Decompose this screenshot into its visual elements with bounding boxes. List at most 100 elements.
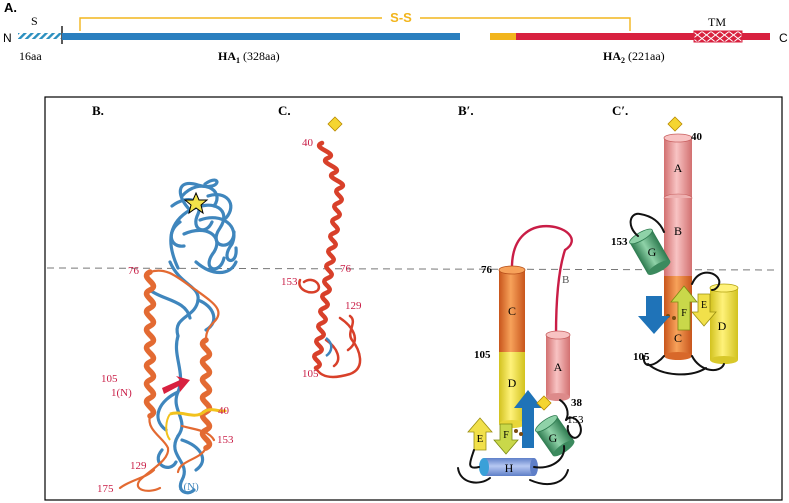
tm-label: TM — [708, 15, 726, 29]
structure-frame — [44, 96, 783, 501]
c-fusion-diamond — [327, 116, 343, 132]
panel-c-label: C. — [278, 103, 291, 118]
ha2-bar — [516, 33, 694, 40]
panel-a: A. N S 16aa TM C S-S HA1 (328aa) HA2 (22… — [3, 0, 788, 65]
c-long-helix — [312, 140, 345, 371]
panel-bp-label: B′. — [458, 103, 474, 118]
ha2-helices-ribbon — [143, 269, 213, 451]
cleavage-arrow — [162, 376, 190, 394]
tm-domain — [693, 30, 743, 43]
b-residue-175: 175 — [97, 483, 114, 495]
cp-strand-f — [670, 285, 698, 331]
cp-helix-c-bottom — [664, 352, 692, 360]
bp-fusion-diamond — [536, 395, 552, 411]
cp-helix-d-bottom — [710, 356, 738, 364]
signal-peptide-bar — [18, 33, 61, 39]
b-residue-129: 129 — [130, 460, 147, 472]
panel-cp-label: C′. — [612, 103, 628, 118]
ha1-bar — [62, 33, 460, 40]
bp-helix-h-left — [479, 458, 489, 476]
b-residue-1n-red: 1(N) — [111, 387, 132, 399]
c-blue-fragment — [325, 337, 333, 358]
bp-strand-e-label: E — [477, 433, 484, 445]
c-terminus-label: C — [779, 31, 788, 45]
cp-loops — [629, 212, 725, 376]
bp-residue-38: 38 — [571, 397, 583, 409]
bp-helix-g-label: G — [549, 431, 558, 445]
cp-strand-e — [691, 293, 717, 327]
bp-residue-76: 76 — [481, 264, 493, 276]
bp-helix-h-label: H — [505, 461, 514, 475]
ha2-label: HA2 (221aa) — [603, 49, 665, 65]
bp-helix-a — [546, 335, 570, 397]
signal-length: 16aa — [19, 49, 42, 63]
b-residue-1n-blue: 1(N) — [178, 481, 199, 493]
b-residue-153: 153 — [217, 434, 234, 446]
disulfide-bracket — [79, 17, 631, 31]
bp-helix-a-bottom — [546, 393, 570, 401]
bp-loop-b — [510, 224, 573, 336]
bp-strand-f — [493, 423, 519, 455]
ha1-label: HA1 (328aa) — [218, 49, 280, 65]
c-residue-153: 153 — [281, 276, 298, 288]
bp-helix-c-label: C — [508, 304, 516, 318]
bp-helix-c — [499, 270, 525, 352]
c-residue-105: 105 — [302, 368, 319, 380]
bp-residue-153: 153 — [567, 414, 584, 426]
bp-disulfide-dot-1 — [514, 429, 518, 433]
cp-helix-b-label: B — [674, 224, 682, 238]
bp-helix-c-top — [498, 265, 526, 275]
ha2-tail — [742, 33, 770, 40]
ss-label-bg — [382, 10, 420, 24]
cp-strand-f-label: F — [681, 308, 687, 319]
cp-blue-strand — [638, 296, 670, 334]
bp-loop-b-label: B — [562, 274, 569, 286]
panel-c-prime: C′. A B C G D F E — [611, 103, 739, 376]
bp-strand-f-label: F — [503, 430, 509, 441]
b-residue-40: 40 — [218, 405, 230, 417]
cp-helix-a-top — [663, 133, 693, 143]
cp-disulfide-dot-2 — [672, 316, 676, 320]
bp-helix-d-label: D — [508, 376, 517, 390]
bp-blue-strand — [514, 390, 542, 448]
signal-label: S — [31, 14, 38, 28]
cp-helix-d-label: D — [718, 319, 727, 333]
panel-b-prime: B′. B C D A E F G — [457, 103, 584, 486]
c-residue-76: 76 — [340, 263, 352, 275]
cp-residue-153: 153 — [611, 236, 628, 248]
receptor-site-star — [183, 191, 209, 215]
cp-helix-d — [710, 288, 738, 360]
n-terminus-label: N — [3, 31, 12, 45]
cp-residue-105: 105 — [633, 351, 650, 363]
b-residue-76: 76 — [128, 265, 140, 277]
cp-residue-40: 40 — [691, 131, 703, 143]
panel-a-label: A. — [4, 0, 17, 15]
bp-loops — [457, 399, 582, 486]
panel-b: B. — [92, 103, 238, 495]
cp-fusion-diamond — [667, 116, 683, 132]
bp-helix-d — [499, 352, 525, 424]
dashed-reference-line — [46, 267, 780, 271]
cp-helix-g-label: G — [648, 245, 657, 259]
cp-helix-c-label: C — [674, 331, 682, 345]
bp-helix-a-top — [545, 330, 571, 340]
cp-helix-a-label: A — [674, 161, 683, 175]
ha2-loops-ribbon — [118, 269, 220, 492]
bp-helix-a-label: A — [554, 360, 563, 374]
bp-strand-e — [467, 417, 493, 451]
ha2-fusion-peptide — [490, 33, 516, 40]
fusion-peptide-tail — [165, 413, 171, 441]
bp-disulfide-dot-2 — [519, 432, 523, 436]
bp-residue-105: 105 — [474, 349, 491, 361]
panel-c: C. 40 153 76 129 105 — [278, 103, 362, 380]
disulfide-label: S-S — [390, 10, 412, 25]
c-loops-ribbon — [298, 278, 362, 379]
cp-helix-g — [629, 228, 671, 275]
c-residue-129: 129 — [345, 300, 362, 312]
ha1-head-ribbon — [148, 178, 238, 495]
c-residue-40: 40 — [302, 137, 314, 149]
panel-b-label: B. — [92, 103, 104, 118]
fusion-peptide-ribbon — [169, 408, 228, 417]
b-residue-105: 105 — [101, 373, 118, 385]
